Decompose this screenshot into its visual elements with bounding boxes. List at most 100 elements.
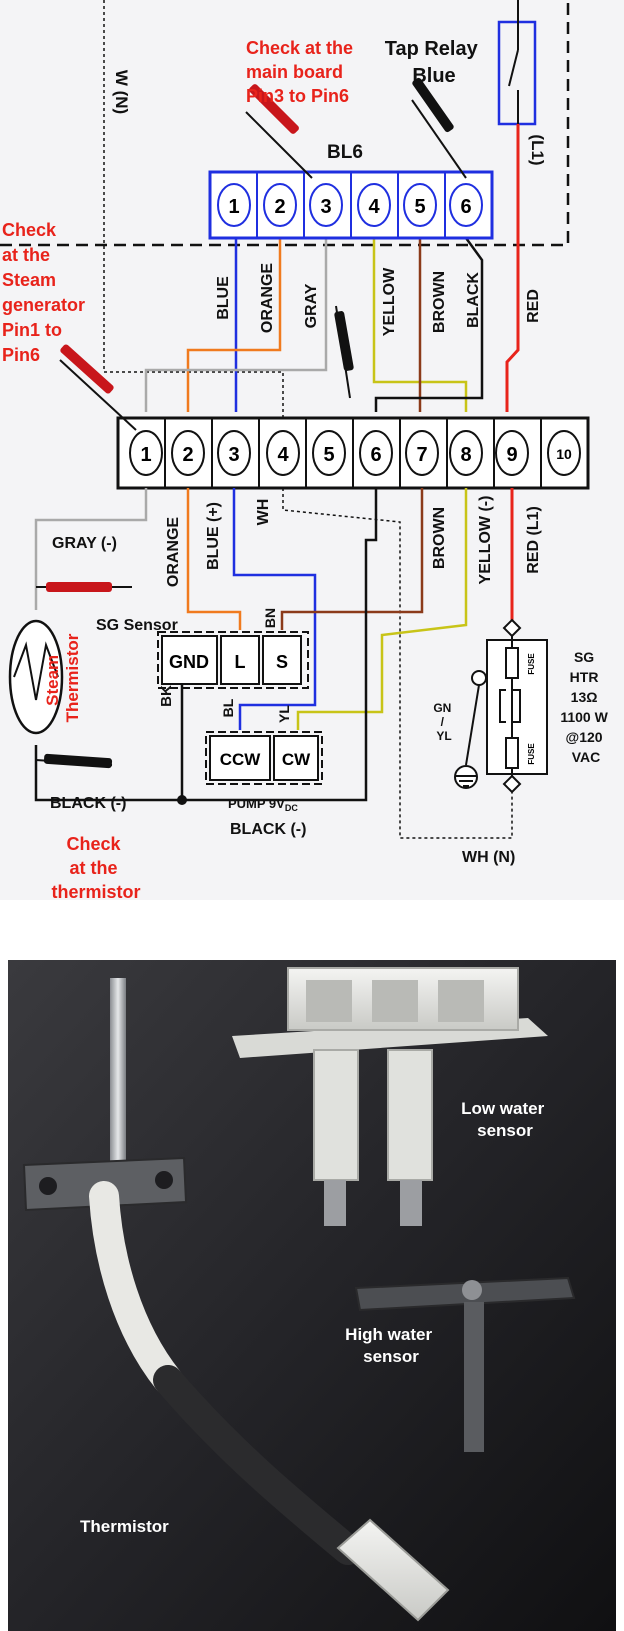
wh-n-label: WH (N)	[462, 849, 515, 866]
wiring-diagram: 1 2 3 4 5 6 1 2 3 4 5 6 7 8 9 10 GND L S…	[0, 0, 624, 900]
wire-black-lower	[34, 488, 378, 802]
svg-text:3: 3	[228, 444, 239, 466]
upper-label-brown: BROWN	[431, 271, 448, 333]
wire-black-upper	[374, 237, 484, 412]
black-neg-bottom-label: BLACK (-)	[230, 821, 306, 838]
black-neg-left-label: BLACK (-)	[50, 795, 126, 812]
wiring-diagram-svg: 1 2 3 4 5 6 1 2 3 4 5 6 7 8 9 10 GND L S…	[0, 0, 611, 900]
red-probe-main-board-icon	[245, 84, 313, 179]
neutral-wire	[103, 0, 284, 418]
high-water-sensor-label: High water sensor	[345, 1325, 437, 1366]
svg-text:4: 4	[368, 196, 380, 218]
fuse-bottom-symbol	[505, 737, 519, 769]
thermistor-label: Thermistor	[80, 1517, 169, 1536]
sg-htr-label: SG HTR 13Ω 1100 W @120 VAC	[560, 649, 611, 765]
upper-label-orange: ORANGE	[259, 263, 276, 334]
wire-yellow-lower	[296, 488, 468, 730]
high-water-sensor-part	[354, 1276, 576, 1452]
main-pin-9: 9	[493, 417, 542, 489]
svg-text:2: 2	[182, 444, 193, 466]
sg-sensor-pin-gnd: GND	[161, 635, 218, 685]
main-pin-3: 3	[211, 417, 260, 489]
wire-orange-lower	[186, 488, 242, 630]
svg-text:L: L	[235, 652, 246, 672]
neutral-wire-lower	[282, 458, 513, 839]
lower-label-yellow: YELLOW (-)	[477, 496, 494, 585]
svg-text:4: 4	[277, 444, 289, 466]
sg-sensor-label: SG Sensor	[96, 617, 178, 634]
lower-label-blue: BLUE (+)	[205, 502, 222, 570]
wire-orange-upper	[186, 238, 282, 412]
tap-relay-switch	[508, 49, 519, 87]
low-water-sensor-label: Low water sensor	[461, 1099, 549, 1140]
bk-label: BK	[158, 685, 175, 707]
sensor-photo-svg: Low water sensor High water sensor Therm…	[8, 960, 616, 1631]
main-pin-7: 7	[399, 417, 448, 489]
pump-pin-cw: CW	[273, 735, 319, 781]
fuse-label-top: FUSE	[527, 653, 536, 675]
svg-text:8: 8	[460, 444, 471, 466]
tag-bn: BN	[262, 608, 278, 628]
svg-text:CCW: CCW	[220, 750, 262, 769]
main-pin-10: 10	[540, 417, 589, 489]
svg-text:9: 9	[506, 444, 517, 466]
svg-text:10: 10	[556, 446, 572, 462]
heater-coil	[499, 689, 521, 723]
check-steam-generator-label: Check at the Steam generator Pin1 to Pin…	[2, 220, 90, 365]
svg-text:1: 1	[228, 196, 239, 218]
svg-text:1: 1	[140, 444, 151, 466]
sg-sensor-outline	[157, 631, 309, 689]
ground-wire	[465, 684, 480, 766]
pump-pin-ccw: CCW	[209, 735, 271, 781]
wire-blue-lower	[232, 488, 317, 730]
wire-gray-upper	[144, 238, 328, 412]
svg-text:CW: CW	[282, 750, 311, 769]
svg-text:5: 5	[414, 196, 425, 218]
bl6-pin-6: 6	[444, 171, 493, 239]
steam-thermistor-symbol	[8, 619, 64, 735]
svg-text:GND: GND	[169, 652, 209, 672]
bl6-pin-5: 5	[397, 171, 446, 239]
ground-bars	[456, 775, 476, 787]
board-boundary	[0, 0, 570, 247]
sensor-photo: Low water sensor High water sensor Therm…	[8, 960, 616, 1631]
check-thermistor-label: Check at the thermistor	[51, 834, 140, 900]
tap-relay-label: Tap Relay Blue	[385, 38, 484, 87]
gn-yl-label: GN / YL	[433, 701, 454, 743]
lower-label-orange: ORANGE	[165, 517, 182, 588]
lower-label-wh: WH	[255, 499, 272, 526]
upper-label-blue: BLUE	[215, 276, 232, 320]
svg-text:5: 5	[323, 444, 334, 466]
steam-thermistor-label: Steam Thermistor	[43, 633, 82, 722]
svg-text:S: S	[276, 652, 288, 672]
tag-yl: YL	[276, 705, 292, 723]
upper-label-red: RED	[525, 289, 542, 323]
low-water-sensor-part	[232, 967, 548, 1226]
red-probe-steam-generator-icon	[59, 344, 137, 431]
black-probe-pin6-icon	[334, 305, 354, 399]
upper-label-yellow: YELLOW	[381, 267, 398, 336]
check-main-board-label: Check at the main board Pin3 to Pin6	[246, 38, 358, 106]
wire-gray-lower	[34, 488, 148, 610]
heater-terminal-top	[502, 618, 522, 638]
svg-text:2: 2	[274, 196, 285, 218]
main-pin-5: 5	[305, 417, 354, 489]
bl6-label: BL6	[327, 142, 363, 163]
red-probe-thermistor-icon	[36, 582, 132, 592]
sg-sensor-pin-l: L	[220, 635, 260, 685]
tag-bl: BL	[220, 698, 236, 717]
w-n-vertical-label: W (N)	[112, 70, 131, 114]
sg-sensor-pin-s: S	[262, 635, 302, 685]
fuse-label-bottom: FUSE	[527, 743, 536, 765]
fuse-top-symbol	[505, 647, 519, 679]
upper-label-gray: GRAY	[303, 283, 320, 328]
thermistor-zigzag	[13, 641, 59, 701]
heater-terminal-bottom	[502, 774, 522, 794]
l1-vertical-label: (L1)	[528, 134, 547, 165]
svg-text:6: 6	[370, 444, 381, 466]
lower-label-red: RED (L1)	[525, 506, 542, 574]
svg-text:6: 6	[460, 196, 471, 218]
pump-label: PUMP 9VDC	[228, 796, 298, 813]
ground-terminal	[471, 670, 487, 686]
lower-label-brown: BROWN	[431, 507, 448, 569]
